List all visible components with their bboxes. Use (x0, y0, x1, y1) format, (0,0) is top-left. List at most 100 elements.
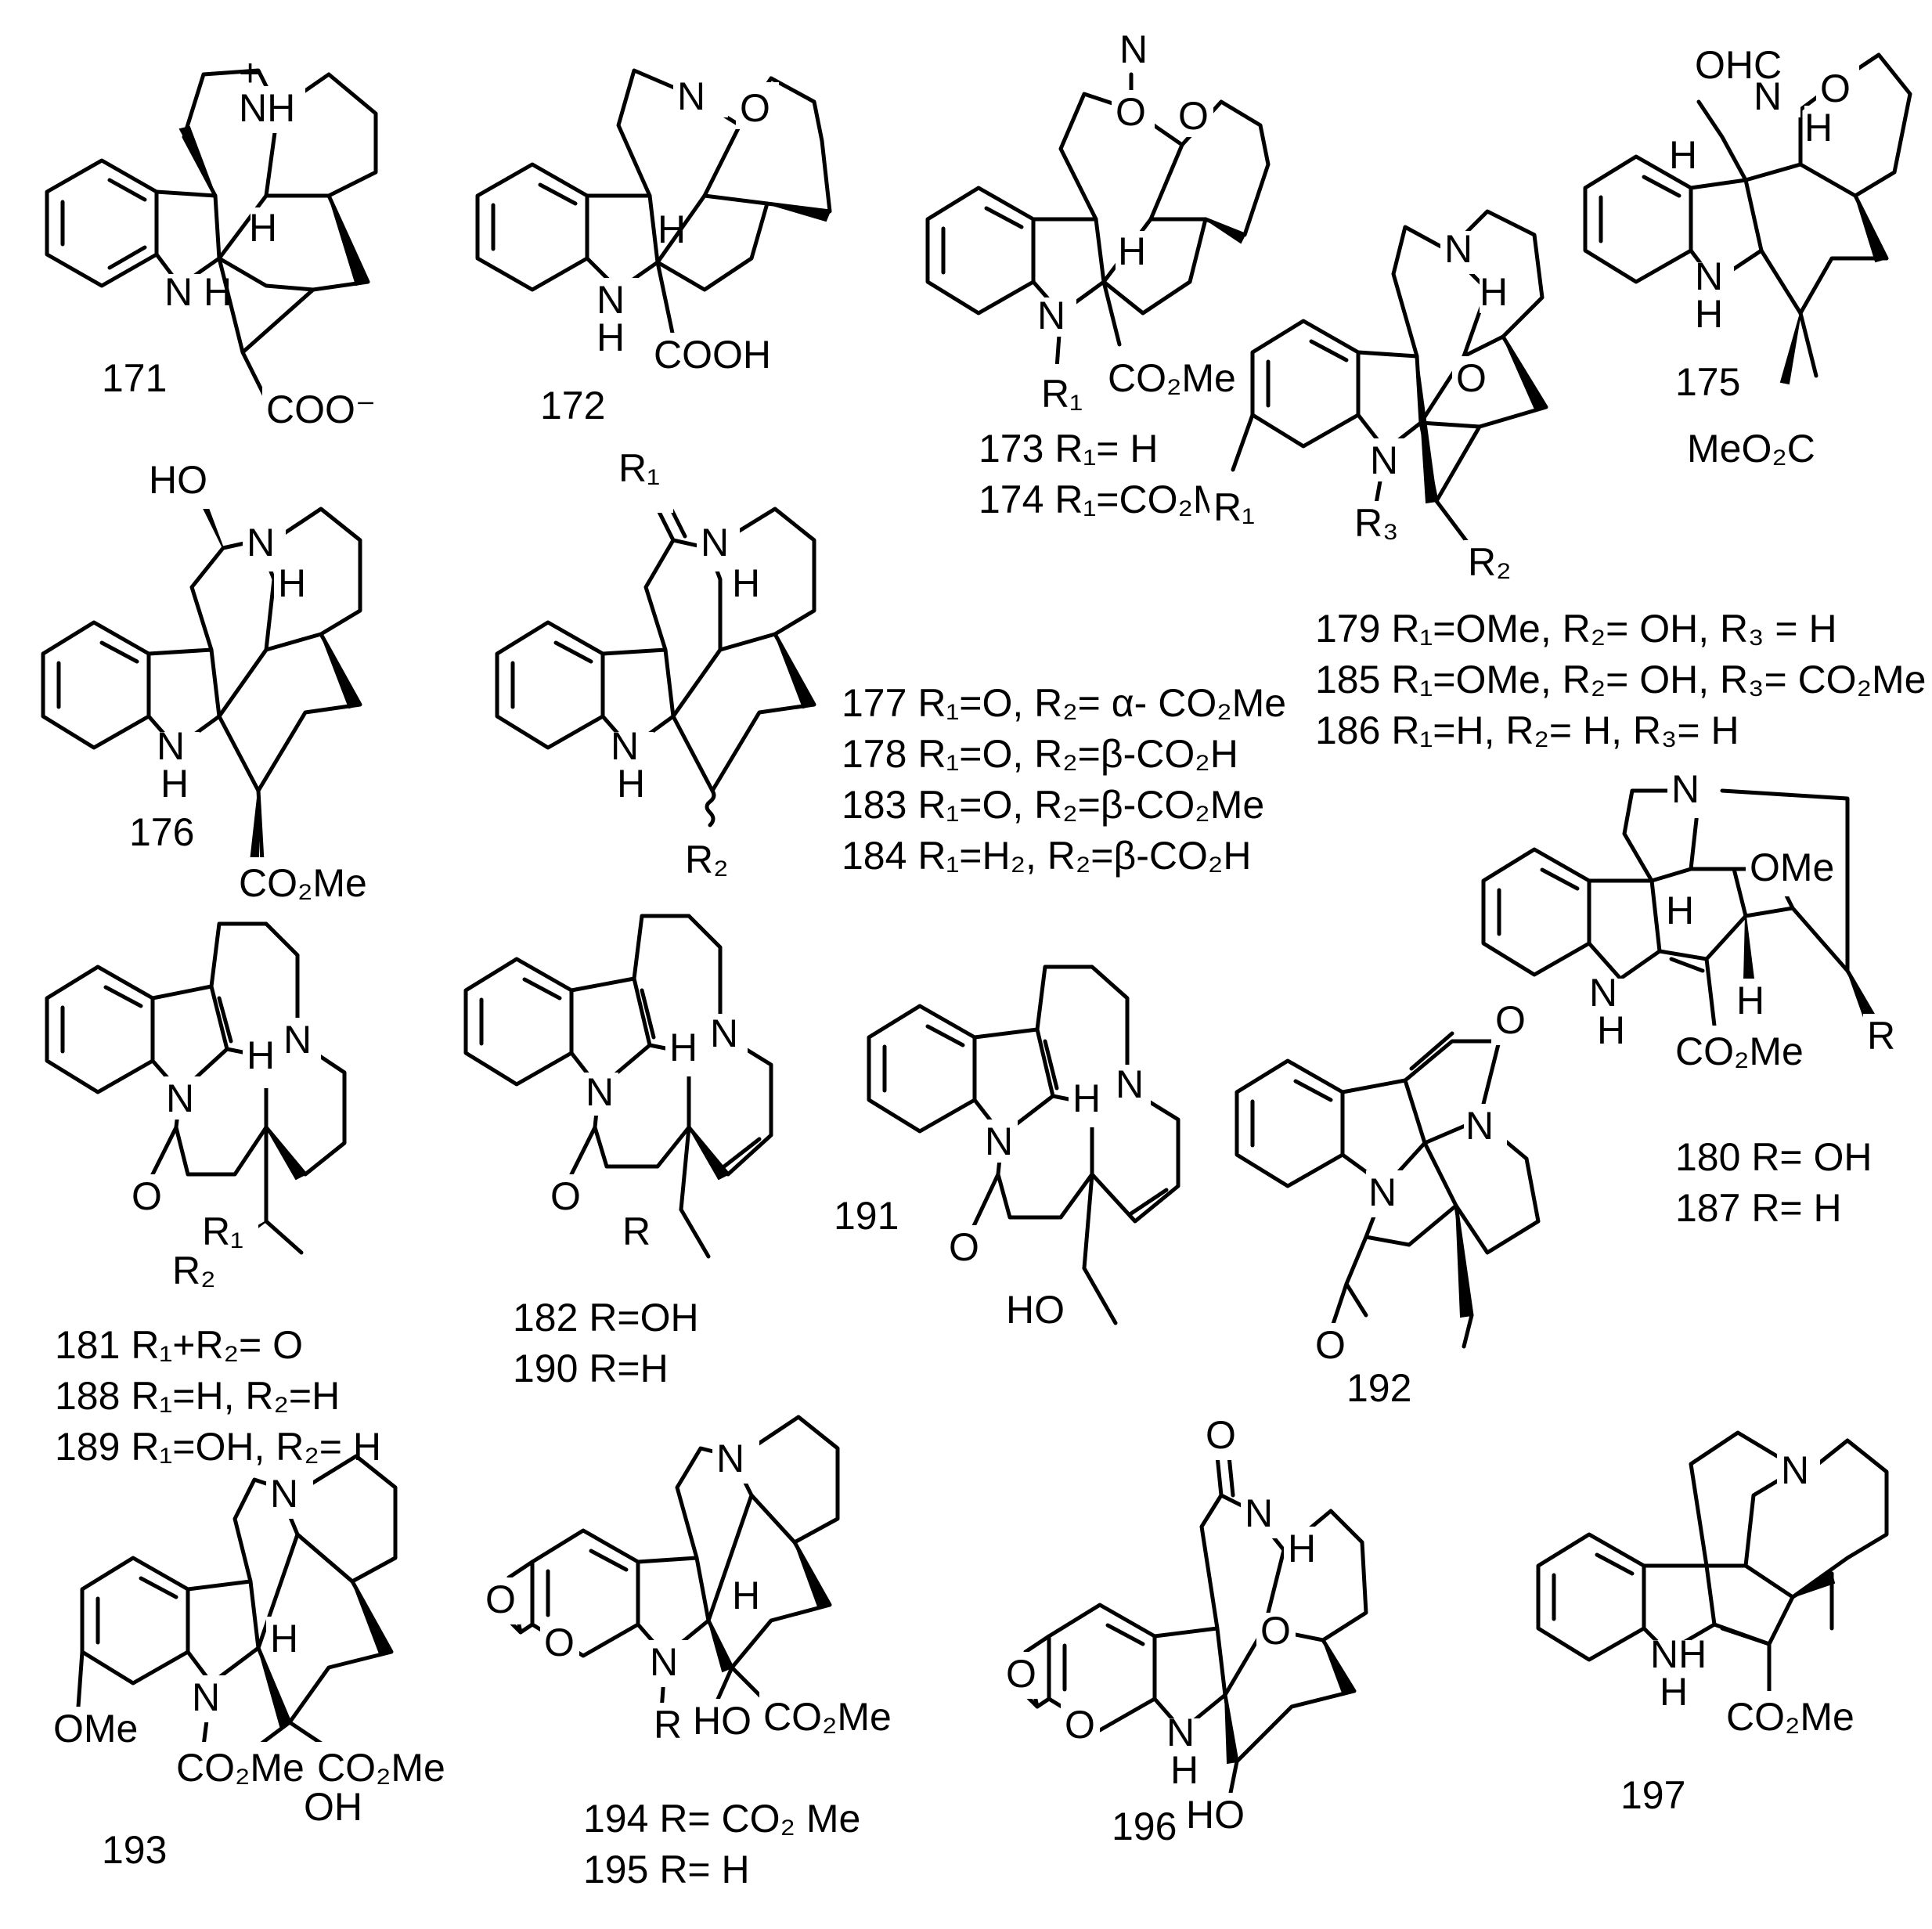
atom-label: OMe (53, 1707, 138, 1751)
atom-label: O (550, 1174, 581, 1218)
atom-label: H (1695, 292, 1723, 336)
atom-label: N (1671, 767, 1700, 811)
atom-label: H (1170, 1748, 1198, 1792)
atom-label: COOH (654, 333, 771, 377)
atom-label: R (1867, 1014, 1895, 1058)
atom-label: R (654, 1703, 682, 1747)
atom-label: R₂ (1468, 540, 1512, 584)
compound-caption: 173 R₁= H (979, 427, 1159, 471)
compound-caption: 180 R= OH (1675, 1135, 1873, 1179)
atom-label: H (1118, 229, 1146, 273)
atom-label: H (1666, 889, 1694, 932)
atom-label: H (247, 1033, 275, 1077)
structure-182-190: H N N O R 182 R=OH 190 R=H (463, 914, 773, 1390)
atom-label: COO⁻ (266, 388, 376, 431)
atom-label: O (1260, 1609, 1291, 1653)
atom-label: N (1119, 27, 1148, 71)
atom-label: O (485, 1577, 516, 1621)
atom-label: O (1206, 1413, 1236, 1457)
atom-label: N (192, 1675, 220, 1719)
atom-label: R₂ (172, 1249, 216, 1293)
atom-label: H (278, 561, 306, 605)
atom-label: NH (1650, 1632, 1707, 1676)
compound-caption: 194 R= CO₂ Me (583, 1797, 860, 1841)
atom-label: N (1589, 971, 1617, 1015)
atom-label: N (1465, 1104, 1494, 1148)
compound-caption: 187 R= H (1675, 1186, 1842, 1230)
atom-label: HO (1006, 1288, 1065, 1332)
atom-label: H (732, 561, 760, 605)
compound-caption: 179 R₁=OMe, R₂= OH, R₃ = H (1315, 607, 1837, 651)
atom-label: R₃ (1354, 501, 1398, 545)
structure-173-174: N O O H N R₁ CO₂Me 173 R₁= H 174 R₁=CO₂M… (925, 27, 1271, 521)
atom-label: H (1804, 106, 1833, 150)
atom-label: H (270, 1617, 298, 1660)
structure-175: OHC N O H H N H MeO₂C 175 (1583, 43, 1912, 478)
compound-caption: 178 R₁=O, R₂=β-CO₂H (842, 732, 1238, 776)
atom-label: H (1597, 1008, 1625, 1052)
atom-label: N (1037, 294, 1065, 337)
atom-label: O (1315, 1323, 1346, 1367)
structure-177-178-183-184: R₁ N H N H R₂ 177 R₁=O, R₂= α- CO₂Me 178… (495, 446, 1286, 892)
compound-number: 176 (129, 810, 194, 854)
atom-label: H (658, 207, 686, 251)
atom-label: N (716, 1437, 744, 1480)
compound-number: 193 (102, 1828, 167, 1872)
atom-label: O (544, 1621, 575, 1664)
structure-191: H N N O HO 191 (834, 964, 1180, 1332)
atom-label: CO₂Me (763, 1695, 892, 1739)
atom-label: N (1754, 74, 1782, 118)
structure-197: N NH H CO₂Me 197 (1536, 1430, 1889, 1817)
atom-label: H (249, 206, 277, 250)
compound-number: 197 (1620, 1773, 1685, 1817)
atom-label: O (1065, 1703, 1095, 1747)
atom-label: N (283, 1018, 312, 1062)
atom-label: N (985, 1120, 1013, 1163)
atom-label: N (586, 1070, 614, 1114)
atom-label: H (669, 1026, 697, 1069)
compound-caption: 183 R₁=O, R₂=β-CO₂Me (842, 783, 1264, 827)
compound-caption: 174 R₁=CO₂Me (979, 478, 1247, 521)
compound-number: 192 (1346, 1366, 1411, 1410)
atom-label: NH (239, 86, 295, 130)
atom-label: N (157, 724, 185, 768)
atom-label: H (160, 762, 189, 806)
structure-179-185-186: N H O N R₃ R₁ R₂ 179 R₁=OMe, R₂= OH, R₃ … (1209, 209, 1926, 752)
atom-label: N (611, 724, 639, 768)
atom-label: O (740, 86, 770, 130)
charge-label: + (239, 51, 261, 95)
atom-label: N (1695, 254, 1723, 298)
compound-caption: 188 R₁=H, R₂=H (55, 1374, 340, 1418)
structure-193: N H N OMe CO₂Me CO₂Me OH 193 (51, 1454, 445, 1872)
atom-label: N (710, 1011, 738, 1055)
compound-caption: 185 R₁=OMe, R₂= OH, R₃= CO₂Me (1315, 658, 1926, 701)
atom-label: R₁ (1213, 485, 1255, 529)
structure-194-195: N H O O N R HO CO₂Me 194 R= CO₂ Me 195 R… (481, 1415, 892, 1891)
atom-label: H (1660, 1670, 1688, 1714)
atom-label: H (617, 762, 645, 806)
atom-label: O (1456, 356, 1487, 400)
compound-number: 191 (834, 1194, 899, 1238)
atom-label: HO (1186, 1793, 1245, 1837)
atom-label: H (1072, 1076, 1101, 1120)
atom-label: OMe (1750, 846, 1834, 889)
atom-label: OHC (1695, 43, 1782, 87)
atom-label: N H (164, 270, 232, 314)
atom-label: N (650, 1640, 678, 1684)
compound-number: 175 (1675, 360, 1740, 404)
atom-label: H (1669, 133, 1697, 177)
compound-caption: 186 R₁=H, R₂= H, R₃= H (1315, 709, 1739, 752)
atom-label: N (1245, 1491, 1273, 1535)
compound-caption: 190 R=H (513, 1347, 669, 1390)
atom-label: N (1166, 1711, 1195, 1754)
atom-label: N (701, 521, 729, 564)
atom-label: N (1370, 438, 1398, 482)
atom-label: N (597, 278, 625, 322)
atom-label: H (1480, 270, 1508, 314)
atom-label: O (949, 1225, 979, 1269)
compound-caption: 195 R= H (583, 1848, 750, 1891)
atom-label: N (1368, 1170, 1397, 1214)
structure-172: N O H N H COOH 172 (475, 68, 832, 427)
compound-caption: 182 R=OH (513, 1296, 699, 1339)
